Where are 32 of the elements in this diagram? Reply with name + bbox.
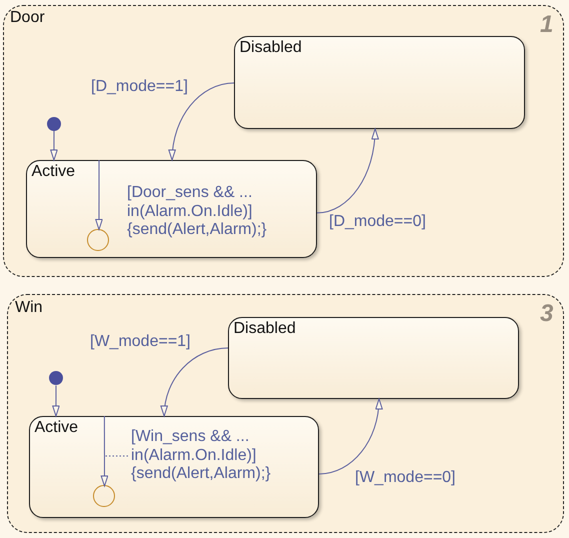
junction-circle-icon bbox=[87, 228, 109, 250]
transition-arrow bbox=[100, 416, 108, 486]
state-box bbox=[234, 36, 524, 128]
start-dot-icon bbox=[48, 371, 62, 385]
state-name: Door bbox=[10, 9, 45, 27]
transition-label: [W_mode==0] bbox=[355, 469, 456, 488]
state-box bbox=[28, 416, 318, 518]
transition-arrow bbox=[318, 398, 382, 475]
transition-arrow bbox=[168, 82, 234, 160]
transition-label: [Door_sens && ... in(Alarm.On.Idle)] {send(Alert,Alarm);} bbox=[127, 184, 268, 240]
state-box bbox=[26, 160, 316, 258]
transition-arrow bbox=[95, 160, 103, 230]
transition-label: [D_mode==0] bbox=[329, 213, 426, 232]
transition-arrow bbox=[50, 130, 58, 160]
state-name: Active bbox=[34, 418, 78, 436]
superstate-box bbox=[3, 5, 564, 277]
state-name: Active bbox=[32, 162, 76, 180]
transition-label: [W_mode==1] bbox=[90, 333, 190, 352]
transition-label: [D_mode==1] bbox=[91, 78, 188, 96]
transition-label: [Win_sens && ... in(Alarm.On.Idle)] {send(Alert,Alarm);} bbox=[131, 428, 272, 484]
state-name: Disabled bbox=[234, 320, 296, 338]
state-box bbox=[228, 316, 518, 398]
state-name: Win bbox=[15, 299, 43, 317]
transition-arrow bbox=[52, 385, 60, 416]
execution-order-number: 3 bbox=[540, 302, 554, 326]
transition-arrow bbox=[161, 348, 228, 416]
superstate-box bbox=[7, 294, 564, 533]
state-name: Disabled bbox=[240, 38, 302, 56]
start-dot-icon bbox=[46, 116, 60, 130]
transition-arrow bbox=[316, 128, 378, 214]
junction-circle-icon bbox=[92, 485, 114, 507]
execution-order-number: 1 bbox=[540, 13, 554, 37]
